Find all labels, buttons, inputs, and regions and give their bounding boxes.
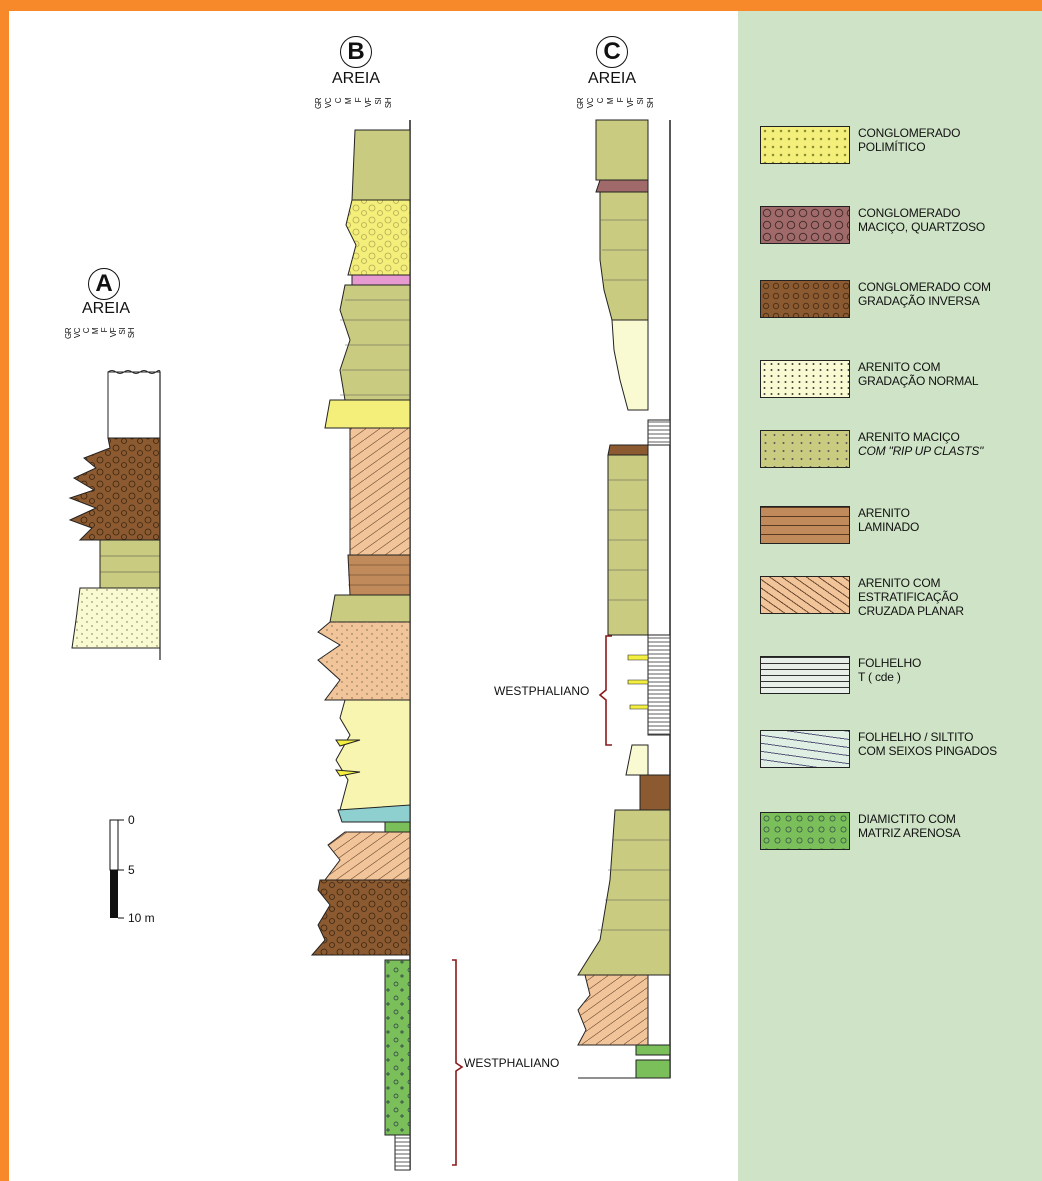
legend-label-2: MATRIZ ARENOSA — [858, 826, 960, 840]
scale-bar — [110, 820, 124, 918]
legend-label-1: CONGLOMERADO — [858, 126, 960, 140]
legend-label-1: DIAMICTITO COM — [858, 812, 960, 826]
legend-swatch — [760, 206, 850, 244]
legend-label-2: GRADAÇÃO INVERSA — [858, 294, 991, 308]
column-a-title: AREIA — [76, 300, 136, 318]
column-a-massive-sandstone — [100, 540, 160, 588]
legend-swatch — [760, 126, 850, 164]
legend-swatch — [760, 730, 850, 768]
column-a-letter: A — [88, 268, 120, 300]
legend-label-1: CONGLOMERADO — [858, 206, 985, 220]
column-c-letter: C — [596, 36, 628, 68]
column-a-log — [70, 371, 160, 661]
legend-label-2: COM SEIXOS PINGADOS — [858, 744, 997, 758]
legend-swatch — [760, 812, 850, 850]
column-a-blank-top — [108, 372, 160, 438]
column-b-log — [312, 120, 462, 1170]
legend-label-1: ARENITO COM — [858, 360, 978, 374]
legend-swatch — [760, 506, 850, 544]
legend-label-2: LAMINADO — [858, 520, 919, 534]
legend-swatch — [760, 430, 850, 468]
column-c-title: AREIA — [582, 70, 642, 88]
legend-swatch — [760, 656, 850, 694]
legend-label-2: MACIÇO, QUARTZOSO — [858, 220, 985, 234]
scale-label-5: 5 — [128, 863, 135, 877]
legend-label-2: POLIMÍTICO — [858, 140, 960, 154]
legend-label-2: T ( cde ) — [858, 670, 921, 684]
scale-label-10m: 10 m — [128, 911, 155, 925]
westphaliano-c-brace — [600, 636, 612, 745]
scale-label-0: 0 — [128, 813, 135, 827]
legend-label-1: FOLHELHO — [858, 656, 921, 670]
westphaliano-c-label: WESTPHALIANO — [494, 684, 589, 698]
column-b-title: AREIA — [326, 70, 386, 88]
legend-label-1: ARENITO — [858, 506, 919, 520]
legend-label-2: CRUZADA PLANAR — [858, 604, 1040, 618]
legend-label-1: FOLHELHO / SILTITO — [858, 730, 997, 744]
legend-swatch — [760, 360, 850, 398]
legend-label-1: ARENITO MACIÇO — [858, 430, 983, 444]
legend-label-1: CONGLOMERADO COM — [858, 280, 991, 294]
column-c-log — [578, 120, 670, 1078]
westphaliano-b-label: WESTPHALIANO — [464, 1056, 559, 1070]
legend-label-1: ARENITO COM ESTRATIFICAÇÃO — [858, 576, 1040, 604]
legend-label-2: GRADAÇÃO NORMAL — [858, 374, 978, 388]
column-b-letter: B — [340, 36, 372, 68]
westphaliano-b-brace — [452, 960, 462, 1165]
legend-swatch — [760, 576, 850, 614]
legend-label-2: COM "RIP UP CLASTS" — [858, 444, 983, 458]
legend-swatch — [760, 280, 850, 318]
